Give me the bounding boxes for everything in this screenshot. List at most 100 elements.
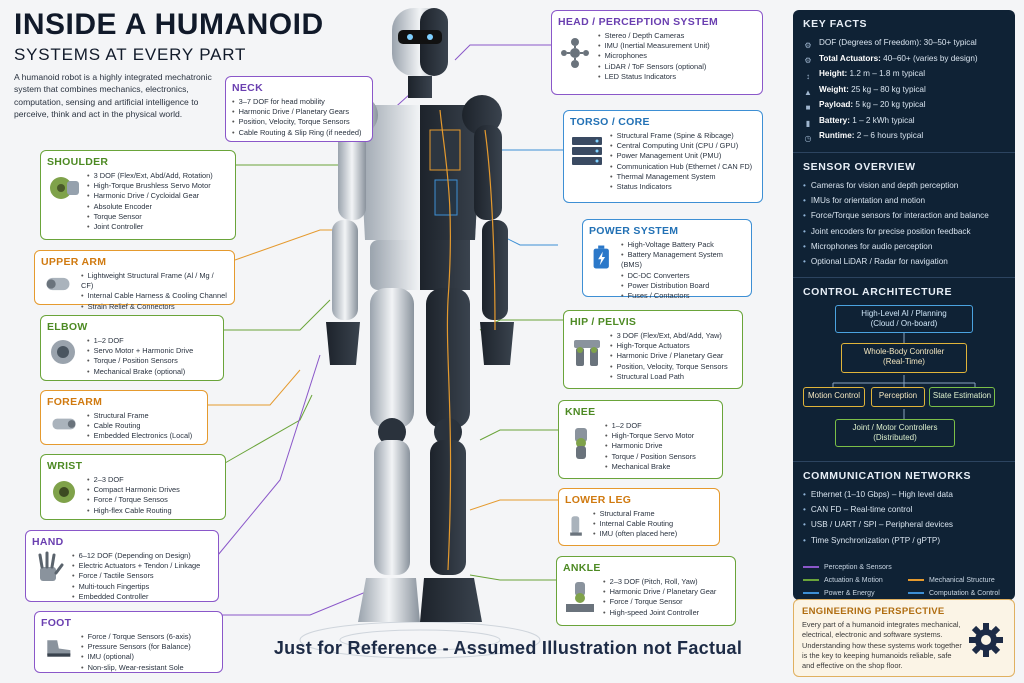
card-title: HIP / PELVIS [570, 316, 637, 328]
panel-title: KEY FACTS [803, 18, 868, 30]
list-item: Non-slip, Wear-resistant Sole [81, 663, 191, 673]
list-item: Torque Sensor [87, 212, 213, 222]
card-title: ANKLE [563, 562, 601, 574]
list-item: Stereo / Depth Cameras [598, 31, 710, 41]
server-stack-icon [572, 137, 602, 165]
legend-swatch [908, 592, 924, 595]
card-forearm: FOREARM Structural Frame Cable Routing E… [40, 390, 208, 445]
list-item: 3 DOF (Flex/Ext, Abd/Add, Yaw) [610, 331, 728, 341]
list-item: USB / UART / SPI – Peripheral devices [803, 517, 1005, 532]
list-item: Torque / Position Sensors [605, 452, 696, 462]
panel-title: ENGINEERING PERSPECTIVE [802, 606, 945, 617]
list-item: Thermal Management System [610, 172, 752, 182]
legend-item [908, 564, 1005, 571]
card-knee: KNEE 1–2 DOF High-Torque Servo Motor Har… [558, 400, 723, 479]
list-item: Absolute Encoder [87, 202, 213, 212]
battery-icon: ▮ [805, 118, 811, 128]
list-item: IMU (often placed here) [593, 529, 678, 539]
list-item: 3 DOF (Flex/Ext, Abd/Add, Rotation) [87, 171, 213, 181]
legend-swatch [803, 579, 819, 582]
card-torso-core: TORSO / CORE Structural Frame (Spine & R… [563, 110, 763, 203]
list-item: Power Distribution Board [621, 281, 745, 291]
weight-icon: ▲ [804, 87, 812, 97]
list-item: 1–2 DOF [605, 421, 696, 431]
list-item: Battery Management System (BMS) [621, 250, 745, 270]
list-item: Mechanical Brake [605, 462, 696, 472]
control-connectors [832, 333, 976, 420]
legend-swatch [803, 592, 819, 595]
list-item: IMU (optional) [81, 652, 191, 662]
list-item: DC-DC Converters [621, 271, 745, 281]
forearm-tube-icon [52, 418, 76, 430]
card-elbow: ELBOW 1–2 DOF Servo Motor + Harmonic Dri… [40, 315, 224, 381]
list-item: High-Torque Brushless Servo Motor [87, 181, 213, 191]
list-item: Cable Routing & Slip Ring (if needed) [232, 128, 366, 138]
card-foot: FOOT Force / Torque Sensors (6-axis) Pre… [34, 611, 223, 673]
card-power-system: POWER SYSTEM High-Voltage Battery Pack B… [582, 219, 752, 300]
list-item: Microphones [598, 51, 710, 61]
panel-title: CONTROL ARCHITECTURE [803, 286, 953, 299]
color-legend: Perception & Sensors Actuation & Motion … [793, 556, 1015, 605]
engineering-text: Every part of a humanoid integrates mech… [802, 620, 962, 671]
page-subtitle: SYSTEMS AT EVERY PART [14, 45, 247, 64]
key-facts-panel: KEY FACTS ⚙DOF (Degrees of Freedom): 30–… [793, 10, 1015, 154]
control-architecture-panel: CONTROL ARCHITECTURE High-Level AI / Pla… [793, 278, 1015, 463]
list-item: Optional LiDAR / Radar for navigation [803, 254, 1005, 269]
list-item: Harmonic Drive / Planetary Gears [232, 107, 366, 117]
list-item: Central Computing Unit (CPU / GPU) [610, 141, 752, 151]
card-hand: HAND 6–12 DOF (Depending on Design) Elec… [25, 530, 219, 602]
card-neck: NECK 3–7 DOF for head mobility Harmonic … [225, 76, 373, 142]
card-title: POWER SYSTEM [589, 225, 679, 237]
list-item: Electric Actuators + Tendon / Linkage [72, 561, 201, 571]
elbow-joint-icon [51, 340, 75, 364]
list-item: Structural Frame [593, 509, 677, 519]
list-item: High-speed Joint Controller [603, 608, 716, 618]
fact-dof: ⚙DOF (Degrees of Freedom): 30–50+ typica… [804, 38, 977, 50]
humanoid-robot-illustration [299, 8, 541, 659]
list-item: Force / Torque Sensors (6-axis) [81, 632, 191, 642]
list-item: IMU (Inertial Measurement Unit) [598, 41, 710, 51]
page-title: INSIDE A HUMANOID [14, 8, 324, 41]
card-title: FOREARM [47, 396, 103, 408]
gear-icon: ⚙ [804, 40, 812, 50]
disclaimer-banner: Just for Reference - Assumed Illustratio… [273, 638, 743, 658]
list-item: 2–3 DOF (Pitch, Roll, Yaw) [603, 577, 716, 587]
battery-icon [593, 245, 609, 269]
card-title: TORSO / CORE [570, 116, 650, 128]
communication-panel: COMMUNICATION NETWORKS Ethernet (1–10 Gb… [793, 462, 1015, 556]
box-high-level-ai: High-Level AI / Planning (Cloud / On-boa… [835, 305, 973, 334]
list-item: Joint Controller [87, 222, 213, 232]
wrist-joint-icon [53, 481, 75, 503]
box-joint-motor-controllers: Joint / Motor Controllers (Distributed) [835, 419, 955, 448]
gear-icon [969, 623, 1003, 657]
hip-joint-icon [574, 340, 600, 366]
list-item: Cable Routing [87, 421, 192, 431]
list-item: High-Torque Actuators [610, 341, 728, 351]
card-title: HEAD / PERCEPTION SYSTEM [558, 16, 719, 28]
box-whole-body-controller: Whole-Body Controller (Real-Time) [841, 343, 967, 374]
legend-swatch [908, 579, 924, 582]
list-item: Internal Cable Routing [593, 519, 677, 529]
card-wrist: WRIST 2–3 DOF Compact Harmonic Drives Fo… [40, 454, 226, 520]
list-item: Structural Frame [87, 411, 192, 421]
list-item: Embedded Electronics (Local) [87, 431, 193, 441]
list-item: 1–2 DOF [87, 336, 193, 346]
list-item: Structural Frame (Spine & Ribcage) [610, 131, 752, 141]
panel-title: SENSOR OVERVIEW [803, 161, 916, 174]
list-item: Force / Tactile Sensors [72, 571, 200, 581]
sensor-overview-panel: SENSOR OVERVIEW Cameras for vision and d… [793, 153, 1015, 279]
list-item: Force/Torque sensors for interaction and… [803, 208, 1005, 223]
list-item: High-flex Cable Routing [87, 506, 180, 516]
card-shoulder: SHOULDER 3 DOF (Flex/Ext, Abd/Add, Rotat… [40, 150, 236, 240]
list-item: 3–7 DOF for head mobility [232, 97, 366, 107]
upper-arm-tube-icon [46, 277, 70, 291]
list-item: LED Status Indicators [598, 72, 710, 82]
legend-item: Computation & Control [908, 590, 1005, 597]
intro-text: A humanoid robot is a highly integrated … [14, 72, 212, 120]
list-item: Multi-touch Fingertips [72, 582, 200, 592]
panel-title: COMMUNICATION NETWORKS [803, 470, 972, 483]
card-title: FOOT [41, 617, 72, 629]
robot-torso [358, 105, 482, 290]
list-item: Strain Relief & Connectors [81, 302, 228, 312]
list-item: Fuses / Contactors [621, 291, 745, 301]
